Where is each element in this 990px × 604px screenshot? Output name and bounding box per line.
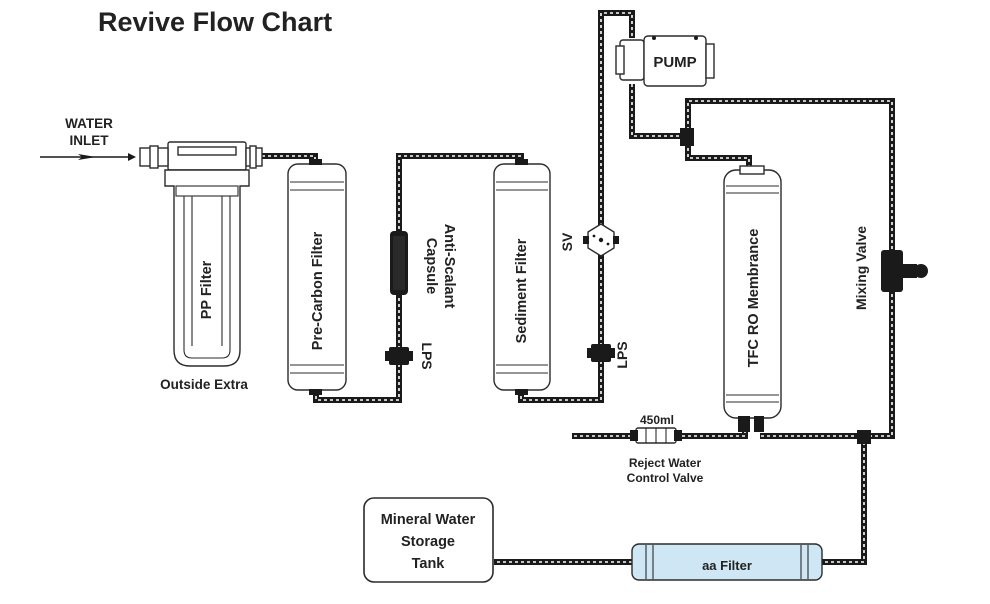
- water-inlet-label-line2: INLET: [70, 133, 110, 148]
- pipe-sediment-to-pump: [518, 10, 635, 403]
- pp-filter-label: PP Filter: [199, 260, 215, 319]
- low-pressure-switch-2: LPS: [587, 341, 630, 369]
- sv-label: SV: [559, 232, 575, 251]
- pipe-to-aa-filter: [822, 436, 867, 565]
- reject-valve-label-line2: Control Valve: [627, 471, 704, 485]
- pipe-pump-to-membrane: [629, 84, 752, 170]
- storage-tank-label-line2: Storage: [401, 534, 455, 550]
- pre-carbon-filter: Pre-Carbon Filter: [287, 159, 347, 395]
- lps-2-label: LPS: [614, 341, 630, 368]
- tfc-ro-membrane: TFC RO Membrance: [723, 165, 782, 432]
- water-inlet: WATER INLET: [40, 116, 136, 161]
- aa-filter: aa Filter: [631, 543, 823, 581]
- inlet-arrowhead-icon: [128, 153, 136, 161]
- reject-valve-label-line1: Reject Water: [629, 456, 702, 470]
- anti-scalant-label-line1: Anti-Scalant: [441, 224, 457, 309]
- diagram-title: Revive Flow Chart: [98, 7, 332, 37]
- pre-carbon-filter-label: Pre-Carbon Filter: [310, 231, 326, 350]
- pipe-bypass-loop: [685, 98, 895, 439]
- pump-label: PUMP: [653, 54, 696, 71]
- pp-filter: PP Filter Outside Extra: [139, 141, 263, 392]
- water-inlet-label-line1: WATER: [65, 116, 113, 131]
- low-pressure-switch-1: LPS: [385, 342, 435, 370]
- tee-fitting-top: [680, 128, 694, 146]
- outside-extra-label: Outside Extra: [160, 377, 248, 392]
- flow-rate-label: 450ml: [640, 413, 674, 427]
- anti-scalant-capsule: Anti-Scalant Capsule: [390, 224, 457, 309]
- storage-tank-label-line1: Mineral Water: [381, 512, 476, 528]
- sediment-filter: Sediment Filter: [493, 159, 551, 395]
- pipe-network: [262, 10, 895, 565]
- mineral-water-storage-tank: Mineral Water Storage Tank: [363, 497, 494, 583]
- tfc-ro-membrane-label: TFC RO Membrance: [746, 229, 762, 368]
- anti-scalant-label-line2: Capsule: [423, 238, 439, 294]
- reject-water-control-valve: 450ml Reject Water Control Valve: [627, 413, 704, 485]
- pipe-pp-to-precarbon: [262, 153, 318, 164]
- solenoid-valve: SV: [559, 223, 619, 257]
- inlet-feather-icon: [78, 154, 96, 160]
- lps-1-label: LPS: [419, 342, 435, 369]
- storage-tank-label-line3: Tank: [412, 556, 446, 572]
- aa-filter-label: aa Filter: [702, 558, 752, 573]
- mixing-valve-label: Mixing Valve: [853, 226, 869, 310]
- sediment-filter-label: Sediment Filter: [514, 238, 530, 343]
- tee-fitting-bottom: [857, 430, 871, 444]
- mixing-valve: Mixing Valve: [853, 226, 928, 310]
- pipe-precarbon-to-sediment: [313, 153, 524, 403]
- pump: PUMP: [615, 35, 715, 87]
